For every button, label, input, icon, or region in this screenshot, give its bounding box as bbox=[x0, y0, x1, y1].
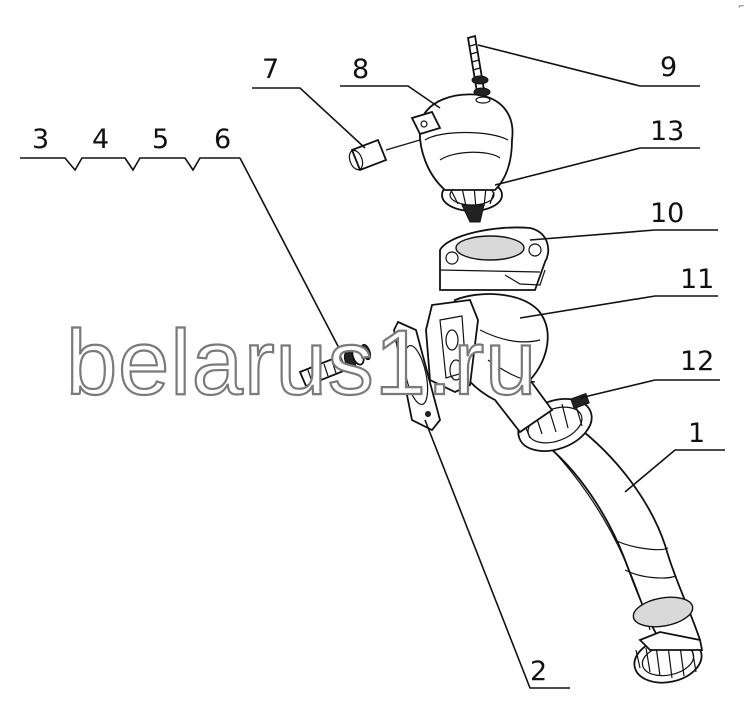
corner-mark: ⌐ bbox=[738, 2, 745, 11]
callout-13: 13 bbox=[650, 116, 684, 147]
callout-9: 9 bbox=[660, 52, 677, 83]
callout-10: 10 bbox=[650, 198, 684, 229]
leader-lines bbox=[20, 44, 725, 689]
plug-part-7 bbox=[348, 138, 421, 172]
callout-12: 12 bbox=[680, 346, 714, 377]
callout-labels: 7 8 9 13 10 11 12 1 3 4 5 6 2 bbox=[32, 52, 714, 687]
gasket-part-2 bbox=[393, 320, 441, 432]
bolt-assembly-parts-3-6 bbox=[298, 343, 372, 388]
callout-1: 1 bbox=[688, 418, 705, 449]
bottom-clamp bbox=[633, 631, 704, 684]
cover-part-8 bbox=[410, 93, 514, 191]
callout-2: 2 bbox=[530, 656, 547, 687]
callout-6: 6 bbox=[214, 124, 231, 155]
callout-11: 11 bbox=[680, 264, 714, 295]
callout-4: 4 bbox=[92, 124, 109, 155]
hose-part-1 bbox=[538, 423, 702, 641]
watermark-text: belarus1.ru bbox=[66, 312, 537, 414]
callout-8: 8 bbox=[352, 54, 369, 85]
callout-7: 7 bbox=[262, 54, 279, 85]
gasket-part-10 bbox=[439, 226, 550, 291]
elbow-housing-part-11 bbox=[425, 293, 554, 434]
callout-3: 3 bbox=[32, 124, 49, 155]
callout-5: 5 bbox=[152, 124, 169, 155]
bolt-part-9 bbox=[466, 34, 491, 104]
